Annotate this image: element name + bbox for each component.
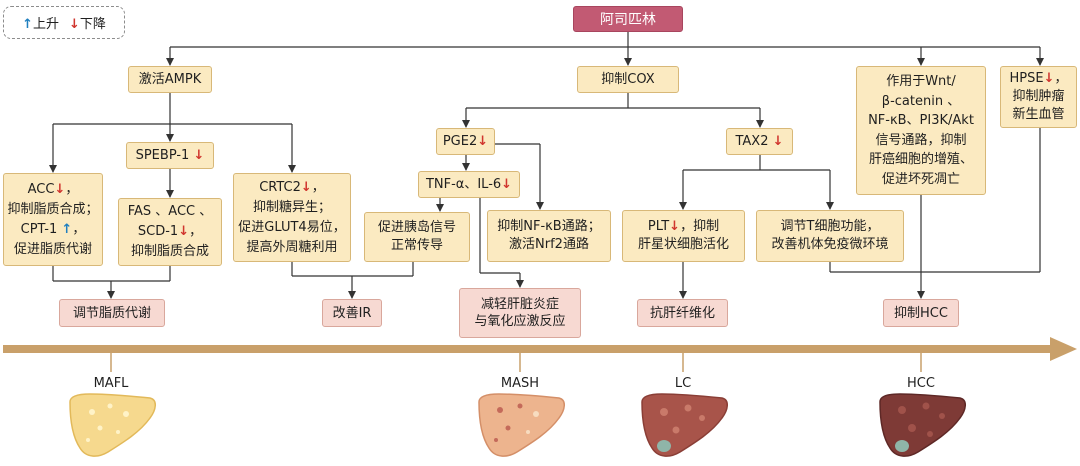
down-arrow-icon: ↓ — [477, 133, 489, 149]
stage-label-hcc: HCC — [907, 376, 935, 391]
outcome-lipid-metabolism: 调节脂质代谢 — [59, 299, 165, 327]
node-spebp1: SPEBP-1 ↓ — [126, 142, 214, 169]
root-node-aspirin: 阿司匹林 — [573, 6, 683, 32]
down-arrow-icon: ↓ — [193, 147, 205, 163]
node-pge2: PGE2↓ — [436, 128, 495, 155]
down-arrow-icon: ↓ — [1043, 71, 1055, 86]
outcome-inhibit-hcc: 抑制HCC — [883, 299, 959, 327]
liver-mafl-icon — [69, 393, 156, 457]
down-arrow-icon: ↓ — [178, 224, 190, 239]
node-insulin-signal: 促进胰岛信号 正常传导 — [364, 212, 470, 262]
liver-lc-icon — [641, 393, 728, 457]
liver-hcc-icon — [879, 393, 966, 457]
stage-label-mafl: MAFL — [93, 376, 129, 391]
node-nfkb-nrf2: 抑制NF-κB通路； 激活Nrf2通路 — [487, 210, 611, 262]
node-tax2: TAX2 ↓ — [726, 128, 793, 155]
outcome-anti-fibrosis: 抗肝纤维化 — [637, 299, 728, 327]
up-arrow-icon: ↑ — [22, 17, 33, 32]
down-arrow-icon: ↓ — [501, 176, 513, 192]
down-arrow-icon: ↓ — [669, 219, 681, 234]
legend-up: ↑上升 — [22, 17, 59, 32]
liver-mash-icon — [478, 393, 565, 457]
node-fas-acc-scd1: FAS 、ACC 、 SCD-1↓， 抑制脂质合成 — [118, 198, 222, 266]
down-arrow-icon: ↓ — [300, 179, 312, 195]
up-arrow-icon: ↑ — [61, 221, 73, 237]
node-tnf-il6: TNF-α、IL-6↓ — [418, 171, 520, 198]
down-arrow-icon: ↓ — [69, 17, 80, 32]
down-arrow-icon: ↓ — [54, 181, 66, 197]
outcome-mash: 减轻肝脏炎症 与氧化应激反应 — [459, 288, 581, 338]
stage-label-lc: LC — [674, 376, 692, 391]
down-arrow-icon: ↓ — [772, 133, 784, 149]
node-inhibit-cox: 抑制COX — [577, 66, 679, 93]
node-plt: PLT↓，抑制 肝星状细胞活化 — [622, 210, 745, 262]
stage-label-mash: MASH — [500, 376, 540, 391]
node-t-cell: 调节T细胞功能， 改善机体免疫微环境 — [756, 210, 904, 262]
node-hpse: HPSE↓， 抑制肿瘤 新生血管 — [1000, 66, 1077, 128]
node-crtc2: CRTC2↓， 抑制糖异生； 促进GLUT4易位， 提高外周糖利用 — [233, 173, 351, 262]
timeline-arrowhead — [1050, 337, 1077, 361]
outcome-improve-ir: 改善IR — [322, 299, 382, 327]
node-acc-cpt1: ACC↓， 抑制脂质合成； CPT-1 ↑， 促进脂质代谢 — [3, 173, 103, 266]
node-wnt-pathways: 作用于Wnt/ β-catenin 、 NF-κB、PI3K/Akt 信号通路，… — [856, 66, 986, 195]
timeline-bar — [3, 345, 1053, 353]
legend-down: ↓下降 — [69, 17, 106, 32]
node-activate-ampk: 激活AMPK — [128, 66, 212, 93]
legend: ↑上升 ↓下降 — [3, 6, 125, 39]
